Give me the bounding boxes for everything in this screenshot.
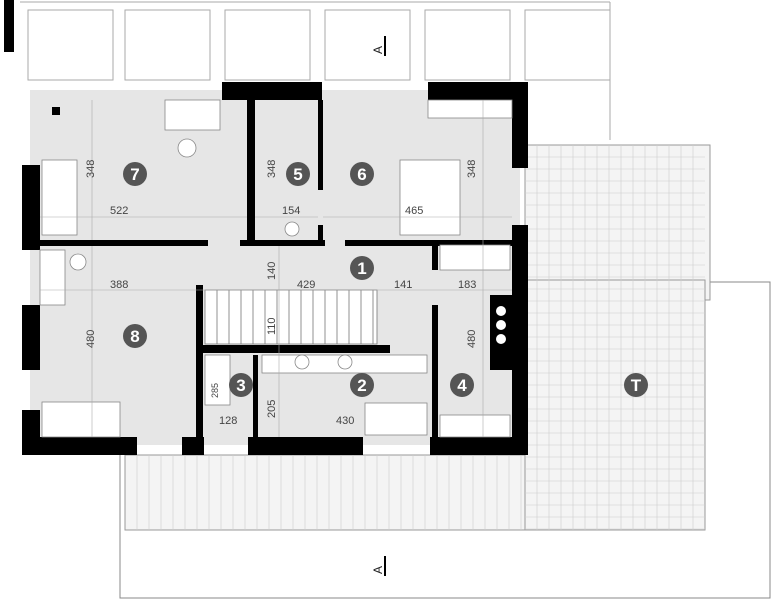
dim-room5-height: 348 (266, 160, 278, 178)
bathtub (364, 402, 428, 436)
bed-room6 (399, 159, 461, 236)
dim-room4-height: 480 (466, 330, 478, 348)
dim-room3-boiler: 285 (210, 383, 220, 398)
bed-room7 (41, 159, 78, 236)
dim-room4-width: 183 (458, 279, 476, 291)
chimney-icon (52, 107, 60, 115)
room-1-badge: 1 (350, 256, 374, 280)
dim-room8-width: 388 (110, 279, 128, 291)
svg-text:6: 6 (357, 165, 366, 184)
sink-room5 (284, 221, 300, 237)
burners (496, 306, 506, 344)
terrace-badge: T (624, 373, 648, 397)
wardrobe-room4 (439, 414, 511, 438)
dim-room7-height: 348 (85, 160, 97, 178)
dim-hall-width: 429 (297, 279, 315, 291)
svg-text:T: T (631, 376, 642, 395)
svg-text:3: 3 (236, 376, 245, 395)
walls (22, 82, 528, 455)
dim-hall-height: 140 (266, 262, 278, 280)
furniture (39, 99, 513, 438)
floor-area (30, 90, 520, 445)
staircase[interactable] (204, 289, 378, 345)
svg-text:8: 8 (130, 327, 139, 346)
dim-room5-width: 154 (282, 205, 300, 217)
wall-fragment (4, 0, 14, 52)
upper-roof-outline (20, 1, 611, 140)
room-7-badge: 7 (123, 162, 147, 186)
dim-stair-height: 110 (266, 317, 278, 335)
kitchen-unit (490, 295, 512, 370)
section-mark-top: A (371, 46, 385, 54)
dim-hall-width2: 141 (394, 279, 412, 291)
dimension-lines (40, 100, 512, 437)
svg-text:7: 7 (130, 165, 139, 184)
dim-room6-height: 348 (466, 160, 478, 178)
svg-text:2: 2 (357, 376, 366, 395)
section-mark-bottom: A (371, 566, 385, 574)
dim-room3-width: 128 (219, 415, 237, 427)
svg-text:1: 1 (357, 259, 366, 278)
room-6-badge: 6 (350, 162, 374, 186)
svg-text:4: 4 (457, 376, 467, 395)
dim-room7-width: 522 (110, 205, 128, 217)
dim-room6-width: 465 (405, 205, 423, 217)
svg-text:5: 5 (293, 165, 302, 184)
washer-dryer (204, 354, 231, 406)
dim-room2-width: 430 (336, 415, 354, 427)
room-8-badge: 8 (123, 324, 147, 348)
wardrobe-room6 (427, 99, 513, 119)
room-4-badge: 4 (450, 373, 474, 397)
desk-room7 (164, 99, 221, 131)
dim-room8-height: 480 (85, 330, 97, 348)
room-badges: 7 5 6 1 8 3 2 4 T (123, 162, 648, 397)
dim-room2-height: 205 (266, 400, 278, 418)
room-5-badge: 5 (286, 162, 310, 186)
desk-room8 (39, 249, 66, 306)
bed-room8 (41, 401, 121, 438)
wardrobe-hall (439, 244, 511, 271)
terrace (119, 144, 771, 599)
room-3-badge: 3 (229, 373, 253, 397)
room-2-badge: 2 (350, 373, 374, 397)
